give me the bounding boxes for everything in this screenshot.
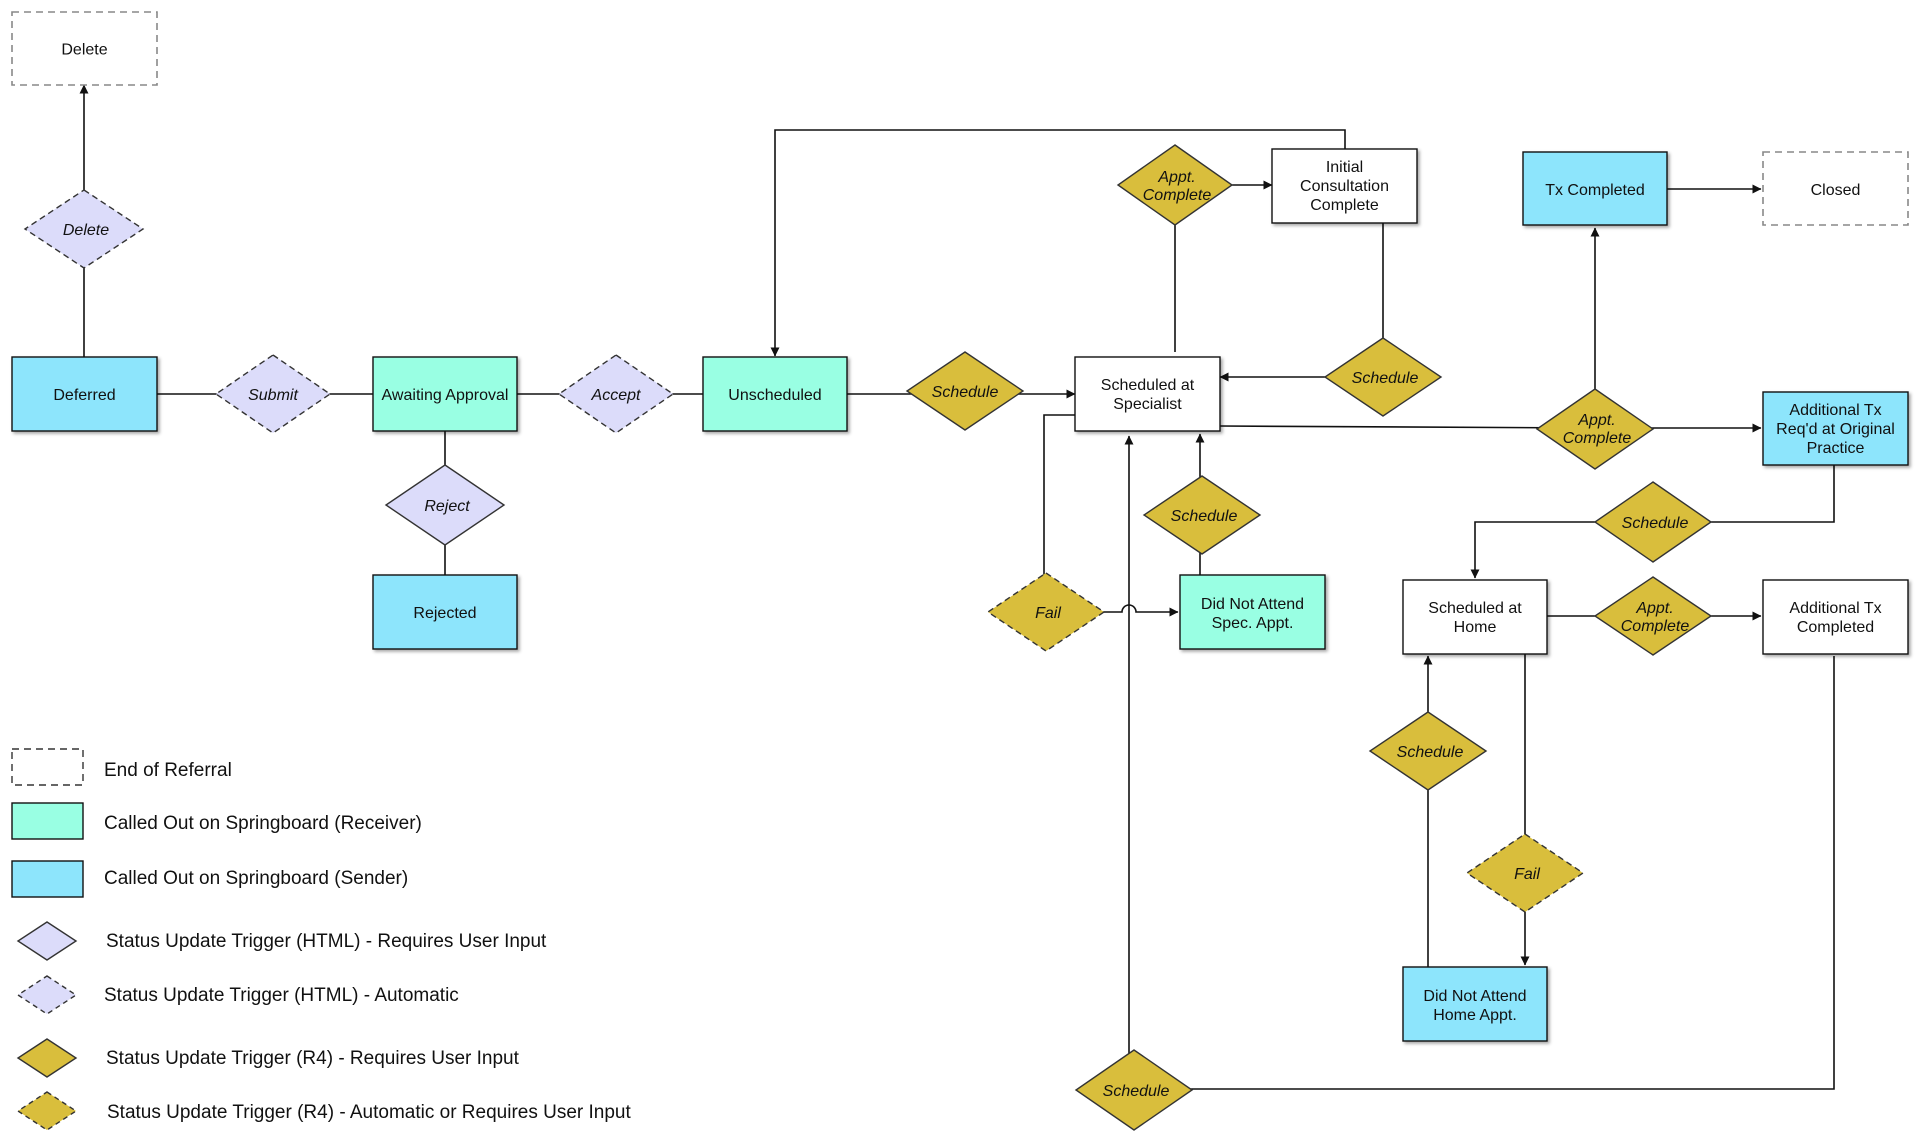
trigger-appt-complete-mid: Appt.Complete xyxy=(1535,388,1655,470)
legend-html-user-input-swatch xyxy=(16,921,78,961)
trigger-fail-home-label: Fail xyxy=(1514,866,1540,883)
trigger-schedule-right: Schedule xyxy=(1323,337,1443,417)
trigger-reject-label: Reject xyxy=(424,498,470,515)
legend-receiver: Called Out on Springboard (Receiver) xyxy=(11,802,422,840)
state-deferred: Deferred xyxy=(11,356,158,432)
trigger-schedule-dna-home-label: Schedule xyxy=(1397,744,1464,761)
legend-html-automatic: Status Update Trigger (HTML) - Automatic xyxy=(16,975,459,1015)
trigger-schedule-dna-home: Schedule xyxy=(1368,711,1488,791)
legend-sender-label: Called Out on Springboard (Sender) xyxy=(104,868,408,889)
trigger-reject: Reject xyxy=(384,464,506,546)
trigger-accept: Accept xyxy=(557,354,675,434)
trigger-fail-home: Fail xyxy=(1465,833,1585,913)
state-delete: Delete xyxy=(11,11,158,86)
trigger-schedule-main: Schedule xyxy=(905,351,1025,431)
legend-html-user-input: Status Update Trigger (HTML) - Requires … xyxy=(16,921,547,961)
trigger-appt-complete-mid-label: Appt.Complete xyxy=(1563,412,1632,447)
trigger-schedule-home: Schedule xyxy=(1593,481,1713,563)
trigger-delete: Delete xyxy=(23,189,145,269)
trigger-appt-complete-top: Appt.Complete xyxy=(1116,144,1234,226)
edge-addtx-specialist xyxy=(1124,435,1835,1090)
state-awaiting-approval: Awaiting Approval xyxy=(372,356,518,432)
legend-sender-swatch xyxy=(11,860,84,898)
edge-consultation-unscheduled xyxy=(770,129,1346,357)
trigger-schedule-bottom-label: Schedule xyxy=(1103,1083,1170,1100)
trigger-submit: Submit xyxy=(214,354,332,434)
state-delete-label: Delete xyxy=(61,42,107,59)
state-rejected-label: Rejected xyxy=(413,605,476,622)
legend-r4-user-input-label: Status Update Trigger (R4) - Requires Us… xyxy=(106,1048,520,1069)
edge-specialist-addtxreq xyxy=(1219,423,1762,433)
trigger-accept-label: Accept xyxy=(591,387,641,404)
legend-r4-automatic-or-user-input: Status Update Trigger (R4) - Automatic o… xyxy=(16,1091,632,1131)
legend-html-automatic-label: Status Update Trigger (HTML) - Automatic xyxy=(104,985,459,1006)
state-deferred-label: Deferred xyxy=(53,387,115,404)
trigger-submit-label: Submit xyxy=(248,387,298,404)
legend-end-label: End of Referral xyxy=(104,760,232,781)
state-tx-completed: Tx Completed xyxy=(1522,151,1668,226)
legend-html-automatic-swatch xyxy=(16,975,78,1015)
trigger-appt-complete-home-label: Appt.Complete xyxy=(1621,600,1690,635)
trigger-fail-spec-label: Fail xyxy=(1035,605,1061,622)
trigger-delete-label: Delete xyxy=(63,222,109,239)
legend-r4-automatic-label: Status Update Trigger (R4) - Automatic o… xyxy=(107,1102,632,1123)
trigger-appt-complete-home: Appt.Complete xyxy=(1593,576,1713,656)
legend-r4-user-input: Status Update Trigger (R4) - Requires Us… xyxy=(16,1038,520,1078)
state-rejected: Rejected xyxy=(372,574,518,650)
legend-html-user-input-label: Status Update Trigger (HTML) - Requires … xyxy=(106,931,547,952)
state-tx-completed-label: Tx Completed xyxy=(1545,182,1645,199)
state-awaiting-approval-label: Awaiting Approval xyxy=(382,387,509,404)
legend-receiver-label: Called Out on Springboard (Receiver) xyxy=(104,813,422,834)
trigger-fail-spec: Fail xyxy=(986,572,1106,652)
legend-end-swatch xyxy=(11,748,84,786)
legend-r4-user-input-swatch xyxy=(16,1038,78,1078)
legend-receiver-swatch xyxy=(11,802,84,840)
connectors xyxy=(79,84,1835,1090)
legend: End of Referral Called Out on Springboar… xyxy=(11,748,632,1131)
legend-end-of-referral: End of Referral xyxy=(11,748,232,786)
states: Delete Deferred Awaiting Approval Reject… xyxy=(11,11,1909,1042)
trigger-appt-complete-top-label: Appt.Complete xyxy=(1143,169,1212,204)
state-unscheduled: Unscheduled xyxy=(702,356,848,432)
state-closed-label: Closed xyxy=(1811,182,1861,199)
state-unscheduled-label: Unscheduled xyxy=(728,387,821,404)
legend-sender: Called Out on Springboard (Sender) xyxy=(11,860,408,898)
state-closed: Closed xyxy=(1762,151,1909,226)
legend-r4-automatic-swatch xyxy=(16,1091,78,1131)
trigger-schedule-home-label: Schedule xyxy=(1622,515,1689,532)
trigger-schedule-dna-label: Schedule xyxy=(1171,508,1238,525)
trigger-schedule-main-label: Schedule xyxy=(932,384,999,401)
trigger-schedule-dna: Schedule xyxy=(1142,475,1262,555)
trigger-schedule-bottom: Schedule xyxy=(1074,1049,1194,1131)
trigger-schedule-right-label: Schedule xyxy=(1352,370,1419,387)
triggers: Delete Submit Accept Reject Schedule App… xyxy=(23,144,1713,1131)
